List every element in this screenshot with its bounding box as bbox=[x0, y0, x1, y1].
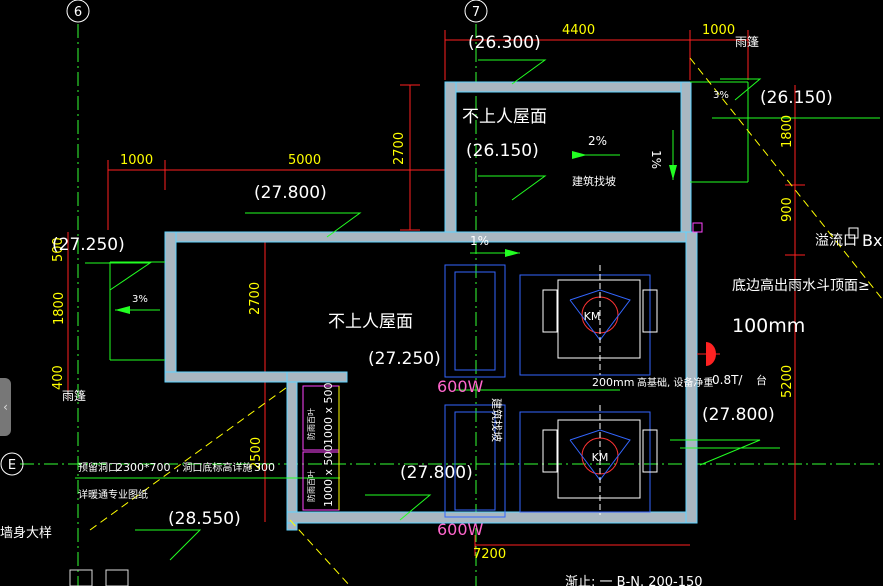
vent-size-lower: 1000 x 500 bbox=[322, 445, 335, 508]
elev-27800-right: (27.800) bbox=[702, 405, 775, 425]
elev-27800-top: (27.800) bbox=[254, 183, 327, 203]
elev-26150-upper: (26.150) bbox=[466, 141, 539, 161]
overflow-icon bbox=[848, 227, 859, 239]
elev-26150-right: (26.150) bbox=[760, 88, 833, 108]
equip-note-200mm: 200mm bbox=[592, 376, 634, 389]
elev-27800-lower: (27.800) bbox=[400, 463, 473, 483]
dim-4400: 4400 bbox=[562, 23, 595, 38]
grid-bubble-7[interactable] bbox=[464, 0, 488, 23]
dim-1800-left: 1800 bbox=[52, 292, 67, 325]
chevron-left-icon: ‹ bbox=[3, 400, 8, 414]
dim-2500: 2500 bbox=[249, 437, 264, 470]
roof-label-upper: 不上人屋面 bbox=[462, 107, 547, 127]
grid-label-7: 7 bbox=[472, 5, 480, 20]
wall-detail-label: 墙身大样 bbox=[0, 525, 52, 541]
dim-1800-right: 1800 bbox=[780, 115, 795, 148]
dim-2700-upper: 2700 bbox=[392, 132, 407, 165]
slope-2pct: 2% bbox=[588, 134, 607, 148]
dim-900: 900 bbox=[780, 197, 795, 222]
overflow-bx: Bx bbox=[862, 231, 882, 250]
slope-1pct-a: 1% bbox=[470, 234, 489, 248]
bottom-box-b bbox=[105, 569, 129, 586]
grid-bubble-6[interactable] bbox=[66, 0, 90, 23]
bottom-box-a bbox=[69, 569, 93, 586]
slope-3pct-left: 3% bbox=[132, 294, 148, 305]
fan-label-upper: KM bbox=[584, 310, 601, 323]
elev-27250-main: (27.250) bbox=[368, 349, 441, 369]
grid-label-6: 6 bbox=[74, 5, 82, 20]
vent-size-upper: 1000 x 500 bbox=[322, 383, 335, 446]
dim-2700-lower: 2700 bbox=[248, 282, 263, 315]
equip-note-weight: 0.8T/ bbox=[712, 373, 743, 387]
dim-1000-top: 1000 bbox=[702, 23, 735, 38]
note-line-1: 底边高出雨水斗顶面≥ bbox=[732, 277, 870, 294]
equip-note-unit: 台 bbox=[756, 373, 767, 387]
grid-bubble-e[interactable] bbox=[0, 452, 24, 476]
slope-dashed-lines bbox=[89, 57, 883, 586]
louver-vents[interactable] bbox=[302, 222, 703, 511]
dim-400: 400 bbox=[51, 365, 66, 390]
find-slope-upper: 建筑找坡 bbox=[572, 174, 616, 188]
fan-label-lower: KM bbox=[592, 451, 609, 464]
hole-note-2: , 洞口底标高详施 bbox=[176, 461, 252, 474]
hole-note-1: 预留洞口 bbox=[78, 461, 118, 474]
dimension-lines bbox=[67, 30, 805, 556]
overflow-label: 溢流口 bbox=[815, 233, 857, 249]
dim-500-left: 500 bbox=[51, 237, 66, 262]
canopy-label-left: 雨篷 bbox=[62, 388, 86, 403]
side-panel-toggle[interactable]: ‹ bbox=[0, 378, 11, 436]
canopy-label-right: 雨篷 bbox=[735, 34, 759, 49]
flow-arrows bbox=[115, 130, 677, 314]
elev-27250-left: (27.250) bbox=[52, 235, 125, 255]
vent-tag-upper: 防雨百叶 bbox=[306, 408, 316, 440]
dim-2300x700: 2300*700 bbox=[116, 461, 171, 474]
bottom-text: 渐止: 一 B-N. 200-150 bbox=[565, 575, 703, 586]
vent-tag-lower: 防雨百叶 bbox=[306, 470, 316, 502]
elev-28550: (28.550) bbox=[168, 509, 241, 529]
equipment-area[interactable] bbox=[444, 264, 658, 518]
slope-1pct-b: 1% bbox=[649, 150, 663, 169]
slope-symbols bbox=[75, 59, 880, 561]
note-line-2: 100mm bbox=[732, 315, 805, 337]
dim-300: 300 bbox=[254, 461, 275, 474]
dim-7200: 7200 bbox=[473, 547, 506, 562]
dim-5200: 5200 bbox=[780, 365, 795, 398]
find-slope-lower: 建筑找坡 bbox=[490, 398, 504, 442]
hole-note-3: 详暖通专业图纸 bbox=[78, 488, 148, 501]
grid-label-e: E bbox=[8, 458, 16, 473]
slope-3pct-right: 3% bbox=[713, 90, 729, 101]
dim-5000: 5000 bbox=[288, 153, 321, 168]
power-600w-b: 600W bbox=[437, 520, 484, 539]
dim-1000-left: 1000 bbox=[120, 153, 153, 168]
drain-symbol[interactable] bbox=[697, 342, 720, 366]
equip-note-base: 高基础, 设备净重 bbox=[637, 376, 713, 389]
roof-label-main: 不上人屋面 bbox=[328, 312, 413, 332]
elev-26300: (26.300) bbox=[468, 33, 541, 53]
power-600w-a: 600W bbox=[437, 377, 484, 396]
